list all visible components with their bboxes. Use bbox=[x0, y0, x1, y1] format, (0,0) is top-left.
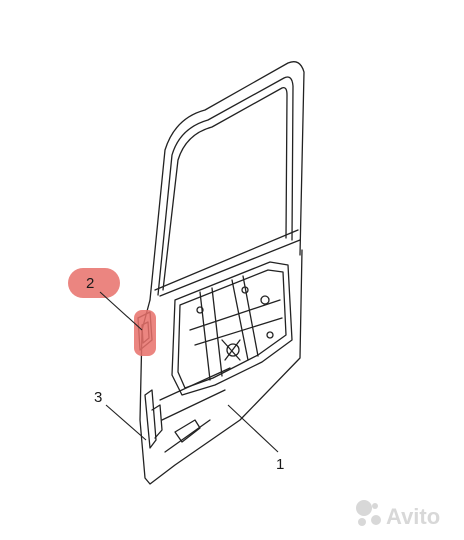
watermark-text: Avito bbox=[386, 504, 440, 529]
leader-line-1 bbox=[227, 404, 279, 453]
leader-lines bbox=[99, 291, 279, 453]
callout-2-label-highlight bbox=[68, 268, 120, 298]
avito-logo-icon bbox=[356, 500, 381, 526]
callout-1-label: 1 bbox=[276, 456, 284, 473]
avito-watermark: Avito bbox=[356, 500, 440, 529]
door-panel-drawing bbox=[137, 61, 305, 485]
leader-line-3 bbox=[105, 404, 147, 441]
callout-3-label: 3 bbox=[94, 389, 102, 406]
callout-2-part-highlight bbox=[134, 310, 156, 356]
callout-2-label: 2 bbox=[86, 275, 94, 292]
leader-line-2 bbox=[99, 291, 143, 331]
callout-2-highlight bbox=[68, 268, 156, 356]
